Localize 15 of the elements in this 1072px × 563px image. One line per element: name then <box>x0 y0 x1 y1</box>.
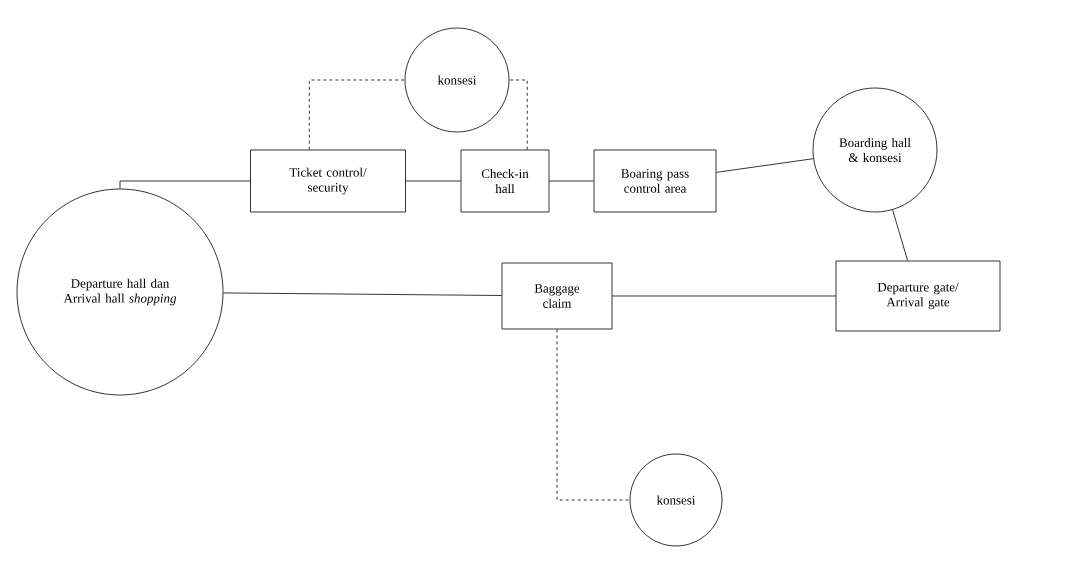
connector-line <box>716 158 814 173</box>
connector-line <box>556 329 630 501</box>
connector-line <box>612 295 836 297</box>
area-box: Baggage claim <box>501 262 613 330</box>
connector-line <box>223 292 502 296</box>
connector-line <box>892 209 908 261</box>
connector-line <box>119 180 251 189</box>
connector-line <box>308 79 405 150</box>
connector-line <box>509 79 528 150</box>
connector-line <box>549 180 594 182</box>
connector-line <box>405 180 461 182</box>
area-box: Boaring pass control area <box>593 149 717 213</box>
area-box: Departure gate/ Arrival gate <box>835 260 1001 332</box>
area-box: Check-in hall <box>460 149 550 213</box>
area-box: Ticket control/ security <box>250 149 406 213</box>
